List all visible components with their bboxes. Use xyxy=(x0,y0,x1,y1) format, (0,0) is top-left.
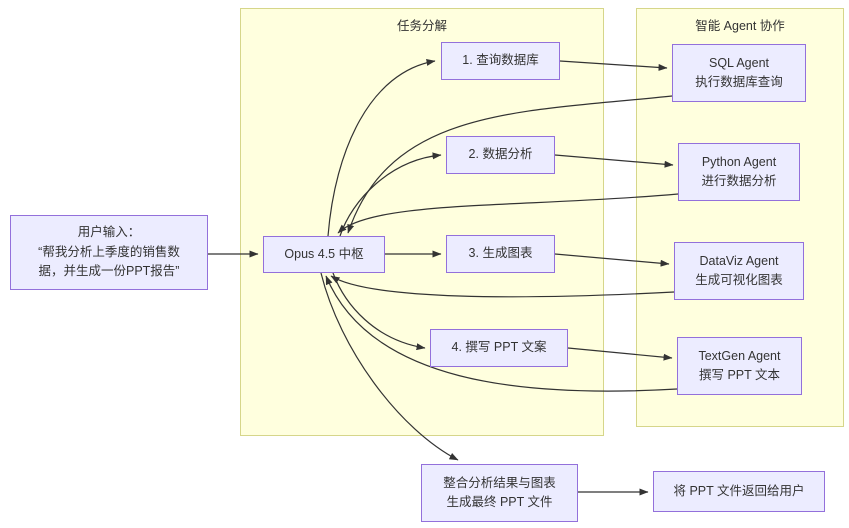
node-task-3-label: 3. 生成图表 xyxy=(468,246,533,261)
node-task-4-label: 4. 撰写 PPT 文案 xyxy=(451,340,547,355)
node-task-2-data-analysis[interactable]: 2. 数据分析 xyxy=(446,136,555,174)
node-user-input-line-2: “帮我分析上季度的销售数 xyxy=(38,244,180,259)
node-opus-hub[interactable]: Opus 4.5 中枢 xyxy=(263,236,385,273)
node-user-input[interactable]: 用户输入： “帮我分析上季度的销售数 据，并生成一份PPT报告” xyxy=(10,215,208,290)
subgraph-title-task-decomposition: 任务分解 xyxy=(396,19,447,33)
node-textgen-agent-title: TextGen Agent xyxy=(698,348,781,363)
node-textgen-agent[interactable]: TextGen Agent 撰写 PPT 文本 xyxy=(677,337,802,395)
node-dataviz-agent-subtitle: 生成可视化图表 xyxy=(695,273,783,287)
node-python-agent[interactable]: Python Agent 进行数据分析 xyxy=(678,143,800,201)
node-python-agent-title: Python Agent xyxy=(701,154,777,169)
node-opus-hub-label: Opus 4.5 中枢 xyxy=(284,246,364,261)
node-task-1-label: 1. 查询数据库 xyxy=(462,53,539,68)
node-deliver-file[interactable]: 将 PPT 文件返回给用户 xyxy=(653,471,825,512)
node-sql-agent-subtitle: 执行数据库查询 xyxy=(695,75,783,89)
node-merge-output[interactable]: 整合分析结果与图表 生成最终 PPT 文件 xyxy=(421,464,578,522)
node-task-2-label: 2. 数据分析 xyxy=(468,147,533,162)
node-merge-output-line-1: 整合分析结果与图表 xyxy=(443,475,556,490)
node-sql-agent-title: SQL Agent xyxy=(709,55,769,70)
node-sql-agent[interactable]: SQL Agent 执行数据库查询 xyxy=(672,44,806,102)
node-task-1-query-database[interactable]: 1. 查询数据库 xyxy=(441,42,560,80)
subgraph-title-agent-collaboration: 智能 Agent 协作 xyxy=(695,19,785,33)
node-merge-output-line-2: 生成最终 PPT 文件 xyxy=(446,495,553,509)
node-deliver-file-label: 将 PPT 文件返回给用户 xyxy=(673,483,805,498)
node-user-input-line-3: 据，并生成一份PPT报告” xyxy=(38,264,180,279)
node-user-input-line-1: 用户输入： xyxy=(77,225,141,240)
node-python-agent-subtitle: 进行数据分析 xyxy=(701,174,777,188)
node-textgen-agent-subtitle: 撰写 PPT 文本 xyxy=(698,368,781,382)
node-dataviz-agent-title: DataViz Agent xyxy=(699,253,779,268)
node-dataviz-agent[interactable]: DataViz Agent 生成可视化图表 xyxy=(674,242,804,300)
node-task-4-write-ppt-copy[interactable]: 4. 撰写 PPT 文案 xyxy=(430,329,568,367)
node-task-3-generate-chart[interactable]: 3. 生成图表 xyxy=(446,235,555,273)
